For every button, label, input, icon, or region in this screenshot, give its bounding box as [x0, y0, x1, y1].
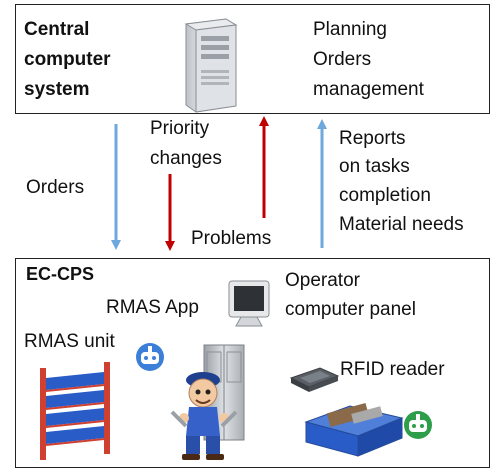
- rmas-unit-label: RMAS unit: [24, 331, 115, 352]
- reports-label-line-1: Reports: [339, 128, 406, 149]
- crate-icon: [304, 403, 404, 457]
- rfid-reader-label: RFID reader: [340, 359, 445, 380]
- central-title-line-2: computer: [24, 49, 111, 70]
- worker-icon: [170, 372, 238, 460]
- reports-label-line-4: Material needs: [339, 214, 464, 235]
- rmas-app-label: RMAS App: [106, 297, 199, 318]
- priority-label-line-1: Priority: [150, 118, 210, 139]
- priority-label-line-2: changes: [150, 148, 222, 169]
- monitor-icon: [228, 280, 270, 327]
- server-icon: [184, 18, 238, 113]
- rack-icon: [40, 362, 110, 460]
- orders-flow-label: Orders: [26, 177, 85, 198]
- central-title-line-1: Central: [24, 19, 90, 40]
- ec-cps-title: EC-CPS: [26, 264, 95, 284]
- central-computer-box: [15, 4, 490, 114]
- operator-label-line-2: computer panel: [285, 299, 416, 320]
- function-planning: Planning: [313, 19, 387, 40]
- central-title-line-3: system: [24, 79, 90, 100]
- function-orders: Orders: [313, 49, 372, 70]
- reports-label-line-3: completion: [339, 185, 431, 206]
- operator-label-line-1: Operator: [285, 270, 360, 291]
- function-management: management: [313, 79, 424, 100]
- reports-label-line-2: on tasks: [339, 156, 410, 177]
- robot-icon: [136, 343, 164, 371]
- green-robot-icon: [404, 411, 432, 439]
- problems-flow-label: Problems: [191, 228, 272, 249]
- rfid-reader-icon: [289, 367, 340, 392]
